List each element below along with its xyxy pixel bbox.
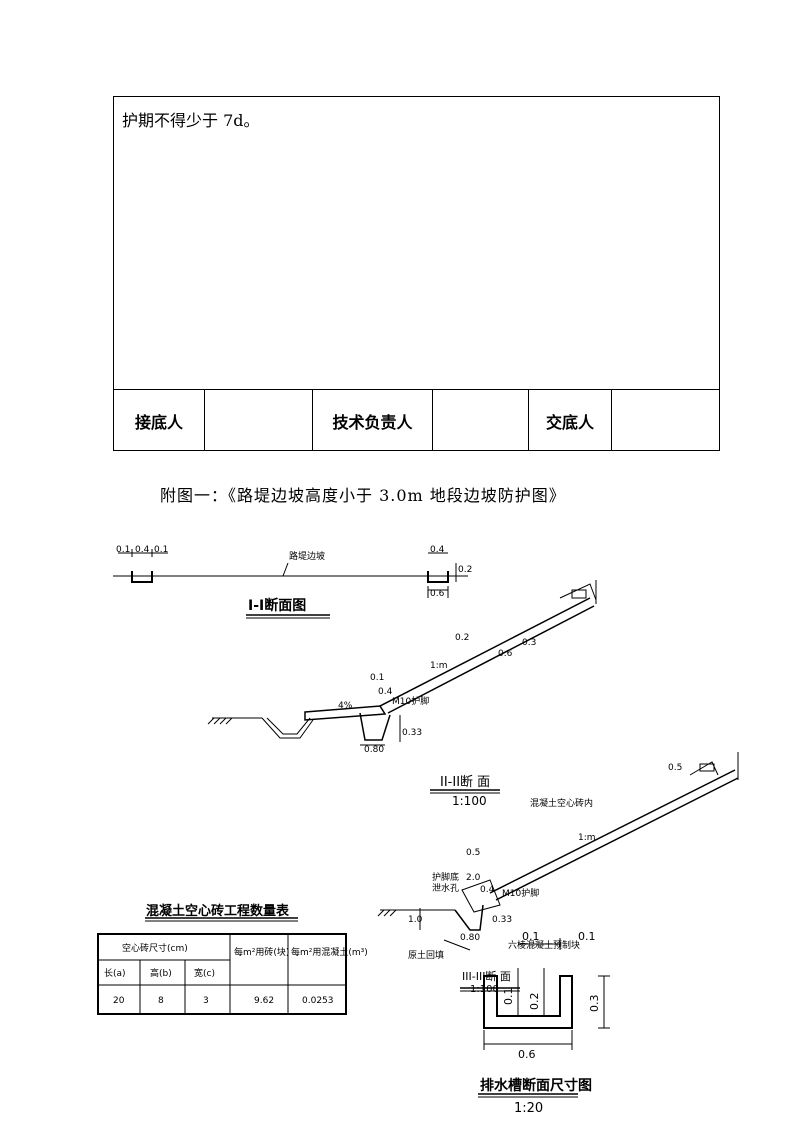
receiver-label: 接底人 [114, 390, 205, 451]
dim-left-2: 0.4 [135, 545, 150, 555]
section-2-drawing [207, 580, 597, 794]
s3-dim-4: 1.0 [408, 915, 423, 925]
slope-label: 路堤边坡 [289, 550, 325, 562]
s2-dim-2: 0.4 [378, 687, 393, 697]
ditch-scale: 1:20 [514, 1101, 543, 1116]
tech-lead-label: 技术负责人 [313, 390, 433, 451]
s3-label-backfill: 原土回填 [408, 949, 444, 961]
grade-label: 4% [338, 701, 353, 711]
table-cell-conc: 0.0253 [302, 996, 334, 1006]
dim-right-side: 0.2 [458, 565, 472, 575]
section-2-scale: 1:100 [452, 794, 487, 808]
table-title: 混凝土空心砖工程数量表 [146, 903, 290, 919]
section-2-title: II-II断 面 [440, 775, 490, 790]
table-cell-width: 3 [203, 996, 209, 1006]
table-cell-height: 8 [158, 996, 164, 1006]
ditch-depth-mid: 0.2 [528, 993, 541, 1011]
construction-briefing-form: 护期不得少于 7d。 接底人 技术负责人 交底人 [113, 96, 720, 451]
tech-lead-signature-field[interactable] [433, 390, 529, 451]
signature-row: 接底人 技术负责人 交底人 [114, 389, 719, 451]
table-header-size: 空心砖尺寸(cm) [122, 942, 188, 954]
drainage-ditch-drawing [478, 938, 610, 1098]
toe-label: M10护脚 [392, 695, 429, 707]
figure-caption: 附图一：《路堤边坡高度小于 3.0m 地段边坡防护图》 [160, 486, 566, 505]
s2-dim-3: 0.2 [455, 633, 469, 643]
section-1-title: I-I断面图 [248, 597, 306, 614]
ditch-depth-total: 0.3 [588, 995, 601, 1013]
section-1-drawing [113, 549, 468, 619]
s3-label-toe: 护脚底 [432, 871, 459, 883]
ditch-wall: 0.1 [578, 930, 596, 943]
s2-dim-1: 0.1 [370, 673, 384, 683]
s3-dim-1: 0.5 [466, 848, 480, 858]
section-3-drawing [377, 752, 739, 992]
ditch-depth-inner: 0.1 [502, 988, 515, 1006]
briefing-body-text: 护期不得少于 7d。 [122, 111, 260, 130]
toe-height: 0.33 [402, 728, 422, 738]
ditch-width: 0.6 [518, 1048, 536, 1061]
s3-label-precast: 六棱混凝土预制块 [508, 939, 580, 951]
s2-dim-4: 0.6 [498, 649, 513, 659]
section-3-title: III-III断 面 [462, 969, 511, 983]
s3-slope: 1:m [578, 833, 596, 843]
table-sub-width: 宽(c) [194, 967, 215, 979]
s3-dim-2: 2.0 [466, 873, 481, 883]
section-3-scale: 1:100 [470, 984, 499, 995]
toe-width: 0.80 [364, 745, 384, 755]
dim-right-top: 0.4 [430, 545, 445, 555]
giver-label: 交底人 [529, 390, 612, 451]
table-header-count: 每m²用砖(块) [234, 946, 289, 958]
ditch-title: 排水槽断面尺寸图 [480, 1077, 592, 1094]
s3-dim-3: 0.4 [480, 885, 495, 895]
dim-right-width: 0.6 [430, 589, 445, 599]
dim-left-1: 0.1 [116, 545, 130, 555]
table-cell-count: 9.62 [254, 996, 274, 1006]
s3-dim-top: 0.5 [668, 763, 682, 773]
s2-dim-5: 0.3 [522, 638, 536, 648]
table-header-conc: 每m²用混凝土(m³) [291, 946, 368, 958]
s3-label-m10: M10护脚 [502, 887, 539, 899]
s3-label-drain: 泄水孔 [432, 882, 459, 894]
receiver-signature-field[interactable] [205, 390, 313, 451]
table-sub-length: 长(a) [104, 967, 126, 979]
s2-slope: 1:m [430, 661, 448, 671]
quantity-table-lines [97, 917, 347, 1015]
ditch-inner-width: 0.1 [522, 930, 540, 943]
brick-label: 混凝土空心砖内 [530, 797, 593, 809]
table-sub-height: 高(b) [150, 967, 172, 979]
s3-dim-5: 0.33 [492, 915, 512, 925]
table-cell-length: 20 [113, 996, 125, 1006]
dim-left-3: 0.1 [154, 545, 168, 555]
s3-dim-6: 0.80 [460, 933, 480, 943]
